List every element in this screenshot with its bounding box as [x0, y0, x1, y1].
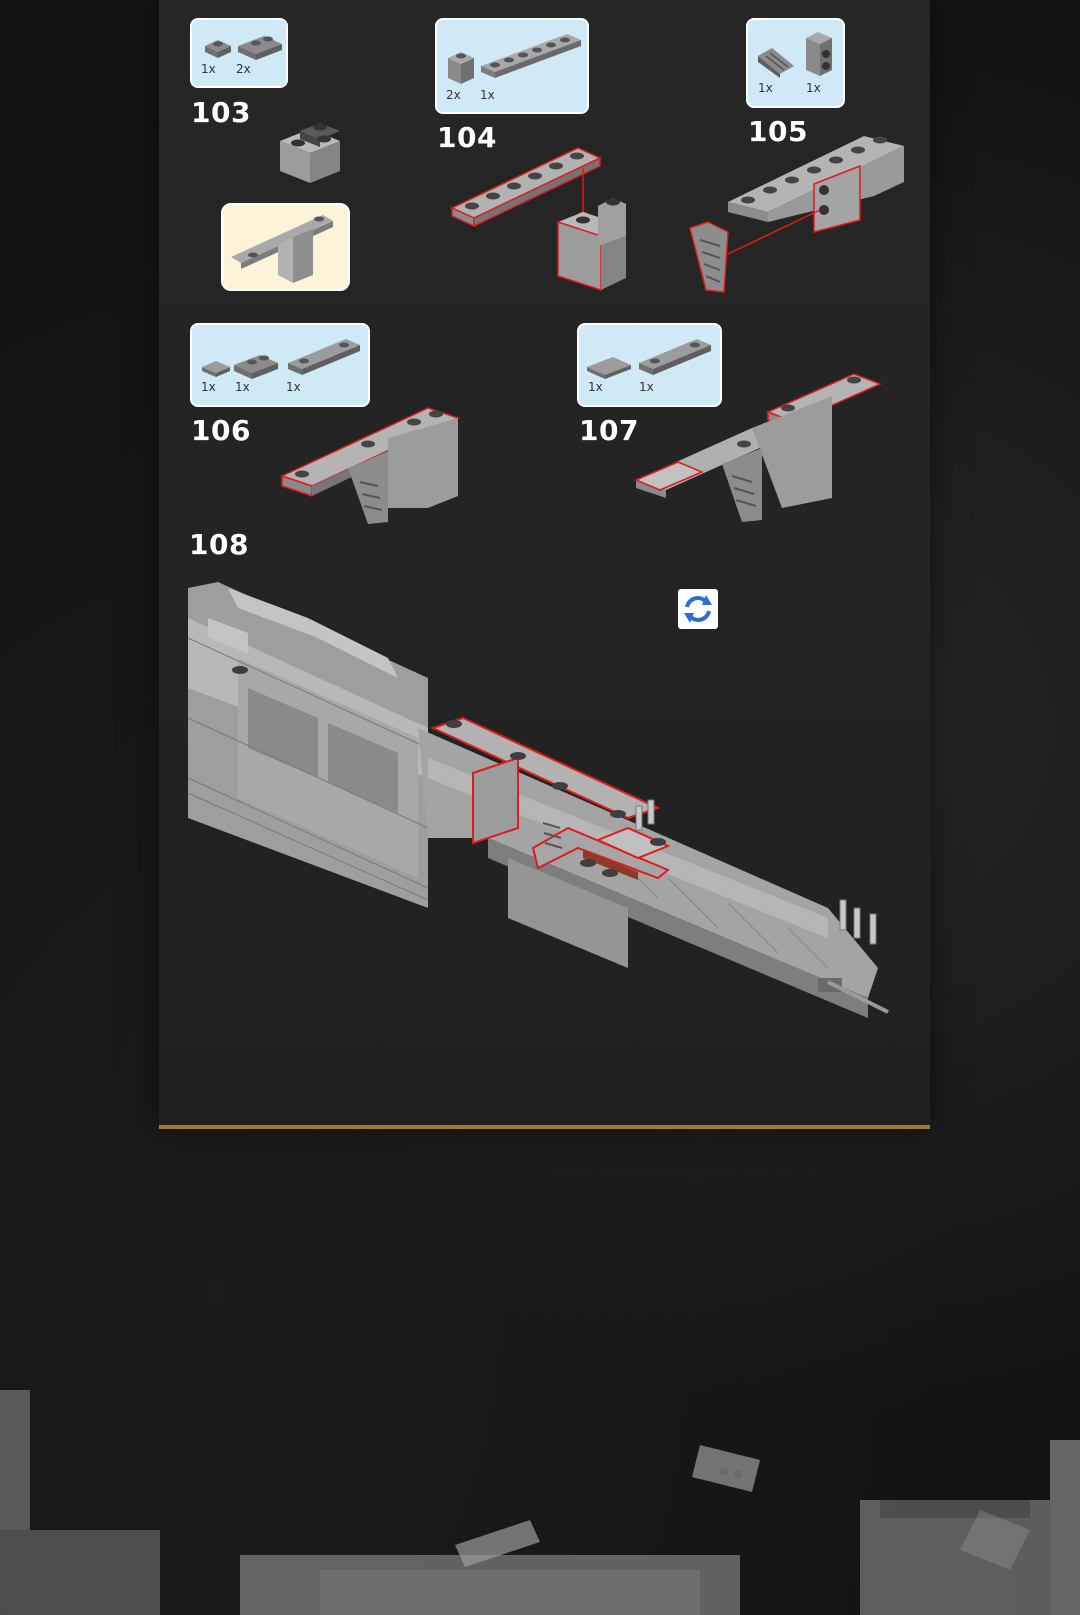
rotate-model-icon — [678, 589, 718, 629]
step-107-assembly-illustration — [634, 373, 882, 522]
part-slope-grille-icon — [758, 48, 794, 78]
step-number-104: 104 — [437, 121, 497, 154]
step-104-assembly-illustration — [450, 147, 626, 292]
step-number-106: 106 — [191, 414, 251, 447]
part-qty: 1x — [588, 380, 603, 394]
step-103-assembly-illustration — [280, 123, 340, 183]
part-qty: 1x — [480, 88, 495, 102]
subassembly-preview-illustration — [231, 215, 333, 283]
step-105-assembly-illustration — [689, 136, 904, 293]
parts-box-step-103: 1x 2x — [190, 18, 288, 88]
step-number-105: 105 — [748, 115, 808, 148]
part-plate-1x4-icon — [639, 339, 711, 375]
part-qty: 2x — [446, 88, 461, 102]
part-brick-1x1-icon — [448, 52, 474, 84]
step-number-107: 107 — [579, 414, 639, 447]
part-plate-1x6-icon — [481, 34, 581, 78]
part-plate-1x4-icon — [288, 339, 360, 375]
parts-box-step-105: 1x 1x — [746, 18, 845, 108]
subassembly-preview-box — [221, 203, 350, 291]
page-bottom-rule — [159, 1125, 930, 1129]
step-number-103: 103 — [191, 96, 251, 129]
part-tile-1x2-icon — [587, 357, 631, 379]
parts-box-step-106: 1x 1x 1x — [190, 323, 370, 407]
part-qty: 1x — [201, 62, 216, 76]
step-number-108: 108 — [189, 528, 249, 561]
step-106-assembly-illustration — [279, 407, 461, 524]
part-qty: 1x — [235, 380, 250, 394]
part-qty: 2x — [236, 62, 251, 76]
part-plate-1x2-icon — [238, 36, 282, 60]
part-tile-1x1-icon — [202, 361, 230, 377]
parts-box-step-107: 1x 1x — [577, 323, 722, 407]
part-qty: 1x — [758, 81, 773, 95]
part-brick-1x1-side-studs-icon — [806, 32, 832, 76]
part-qty: 1x — [806, 81, 821, 95]
step-108-full-model-illustration — [187, 582, 889, 1018]
part-qty: 1x — [639, 380, 654, 394]
part-qty: 1x — [286, 380, 301, 394]
part-qty: 1x — [201, 380, 216, 394]
parts-box-step-104: 2x 1x — [435, 18, 589, 114]
part-plate-1x1-icon — [205, 40, 231, 58]
part-plate-1x2-icon — [234, 355, 278, 379]
